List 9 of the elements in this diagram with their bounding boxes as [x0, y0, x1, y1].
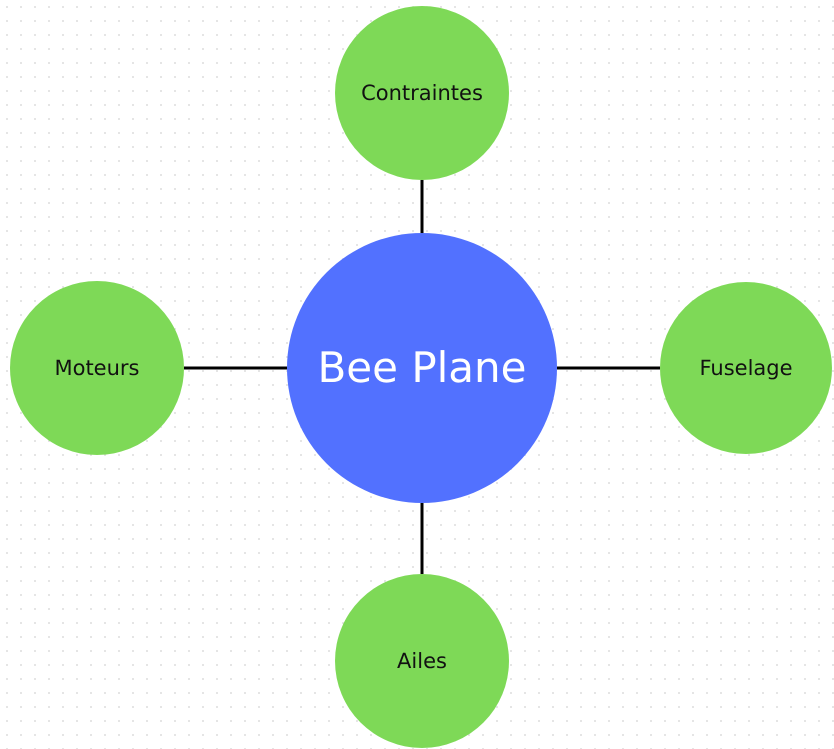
- node-label: Fuselage: [698, 354, 794, 382]
- connector-line: [184, 366, 287, 370]
- connector-line: [557, 366, 660, 370]
- connector-line: [420, 503, 424, 574]
- node-label: Bee Plane: [316, 342, 528, 394]
- connector-line: [420, 180, 424, 233]
- node-label: Ailes: [396, 648, 448, 674]
- node-label: Moteurs: [53, 354, 140, 382]
- node-label: Contraintes: [360, 80, 484, 106]
